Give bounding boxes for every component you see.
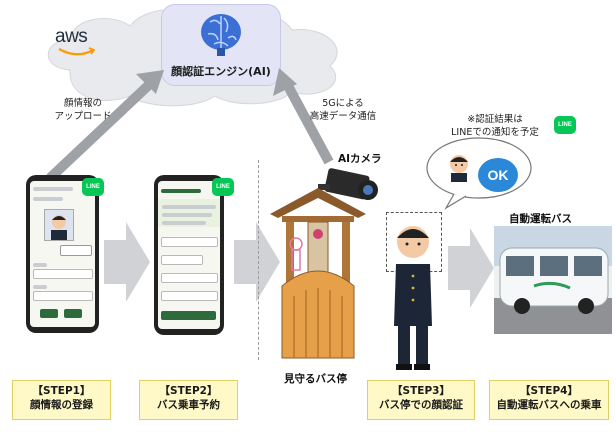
face-engine-label: 顔認証エンジン(AI) bbox=[171, 65, 271, 78]
step2-title: 【STEP2】 bbox=[159, 385, 218, 397]
step3-box: 【STEP3】 バス停での顔認証 bbox=[367, 380, 475, 420]
step1-desc: 顔情報の登録 bbox=[30, 399, 93, 411]
network-note: 5Gによる高速データ通信 bbox=[309, 98, 377, 122]
upload-note: 顔情報のアップロード bbox=[54, 98, 112, 122]
autonomous-bus-label: 自動運転バス bbox=[509, 213, 572, 225]
ai-camera-label: AIカメラ bbox=[338, 153, 382, 165]
phone-registration bbox=[26, 175, 99, 333]
alighting-stop-field[interactable] bbox=[161, 291, 218, 301]
step2-desc: バス乗車予約 bbox=[157, 399, 220, 411]
aws-logo: aws bbox=[55, 26, 88, 47]
registration-screen bbox=[30, 181, 95, 327]
field-2[interactable] bbox=[33, 291, 93, 301]
student-face-icon bbox=[450, 155, 468, 182]
brain-icon bbox=[201, 14, 241, 56]
bus-stop-label: 見守るバス停 bbox=[284, 373, 347, 385]
ai-camera-icon bbox=[318, 168, 378, 200]
network-arrow bbox=[273, 68, 334, 165]
bus-stop-shelter bbox=[270, 188, 366, 359]
register-button[interactable] bbox=[40, 309, 58, 318]
line-badge-1: LINE bbox=[82, 178, 104, 196]
reservation-screen bbox=[158, 181, 220, 329]
step1-title: 【STEP1】 bbox=[32, 385, 91, 397]
line-badge-2: LINE bbox=[212, 178, 234, 196]
step4-box: 【STEP4】 自動運転バスへの乗車 bbox=[489, 380, 609, 420]
step3-desc: バス停での顔認証 bbox=[379, 399, 463, 411]
step3-title: 【STEP3】 bbox=[392, 385, 450, 397]
date-field[interactable] bbox=[161, 237, 218, 247]
flow-arrow-3 bbox=[448, 228, 494, 308]
aws-smile-icon bbox=[58, 47, 96, 56]
ok-badge: OK bbox=[478, 158, 518, 192]
student-figure bbox=[394, 226, 432, 370]
submit-button[interactable] bbox=[64, 309, 82, 318]
line-badge-3: LINE bbox=[554, 116, 576, 134]
step2-box: 【STEP2】 バス乗車予約 bbox=[139, 380, 238, 420]
autonomous-bus-image bbox=[494, 226, 612, 334]
step1-box: 【STEP1】 顔情報の登録 bbox=[12, 380, 111, 420]
upload-arrow bbox=[46, 70, 164, 182]
face-photo bbox=[44, 209, 74, 241]
step4-desc: 自動運転バスへの乗車 bbox=[496, 399, 602, 411]
reserve-button[interactable] bbox=[161, 311, 216, 320]
step4-title: 【STEP4】 bbox=[520, 385, 578, 397]
passenger-field[interactable] bbox=[161, 255, 203, 265]
flow-arrow-2 bbox=[234, 222, 280, 302]
phone-reservation bbox=[154, 175, 224, 335]
section-divider bbox=[258, 160, 259, 360]
field-1[interactable] bbox=[33, 269, 93, 279]
file-select-button[interactable] bbox=[60, 245, 92, 256]
flow-arrow-1 bbox=[104, 222, 150, 302]
boarding-stop-field[interactable] bbox=[161, 273, 218, 283]
